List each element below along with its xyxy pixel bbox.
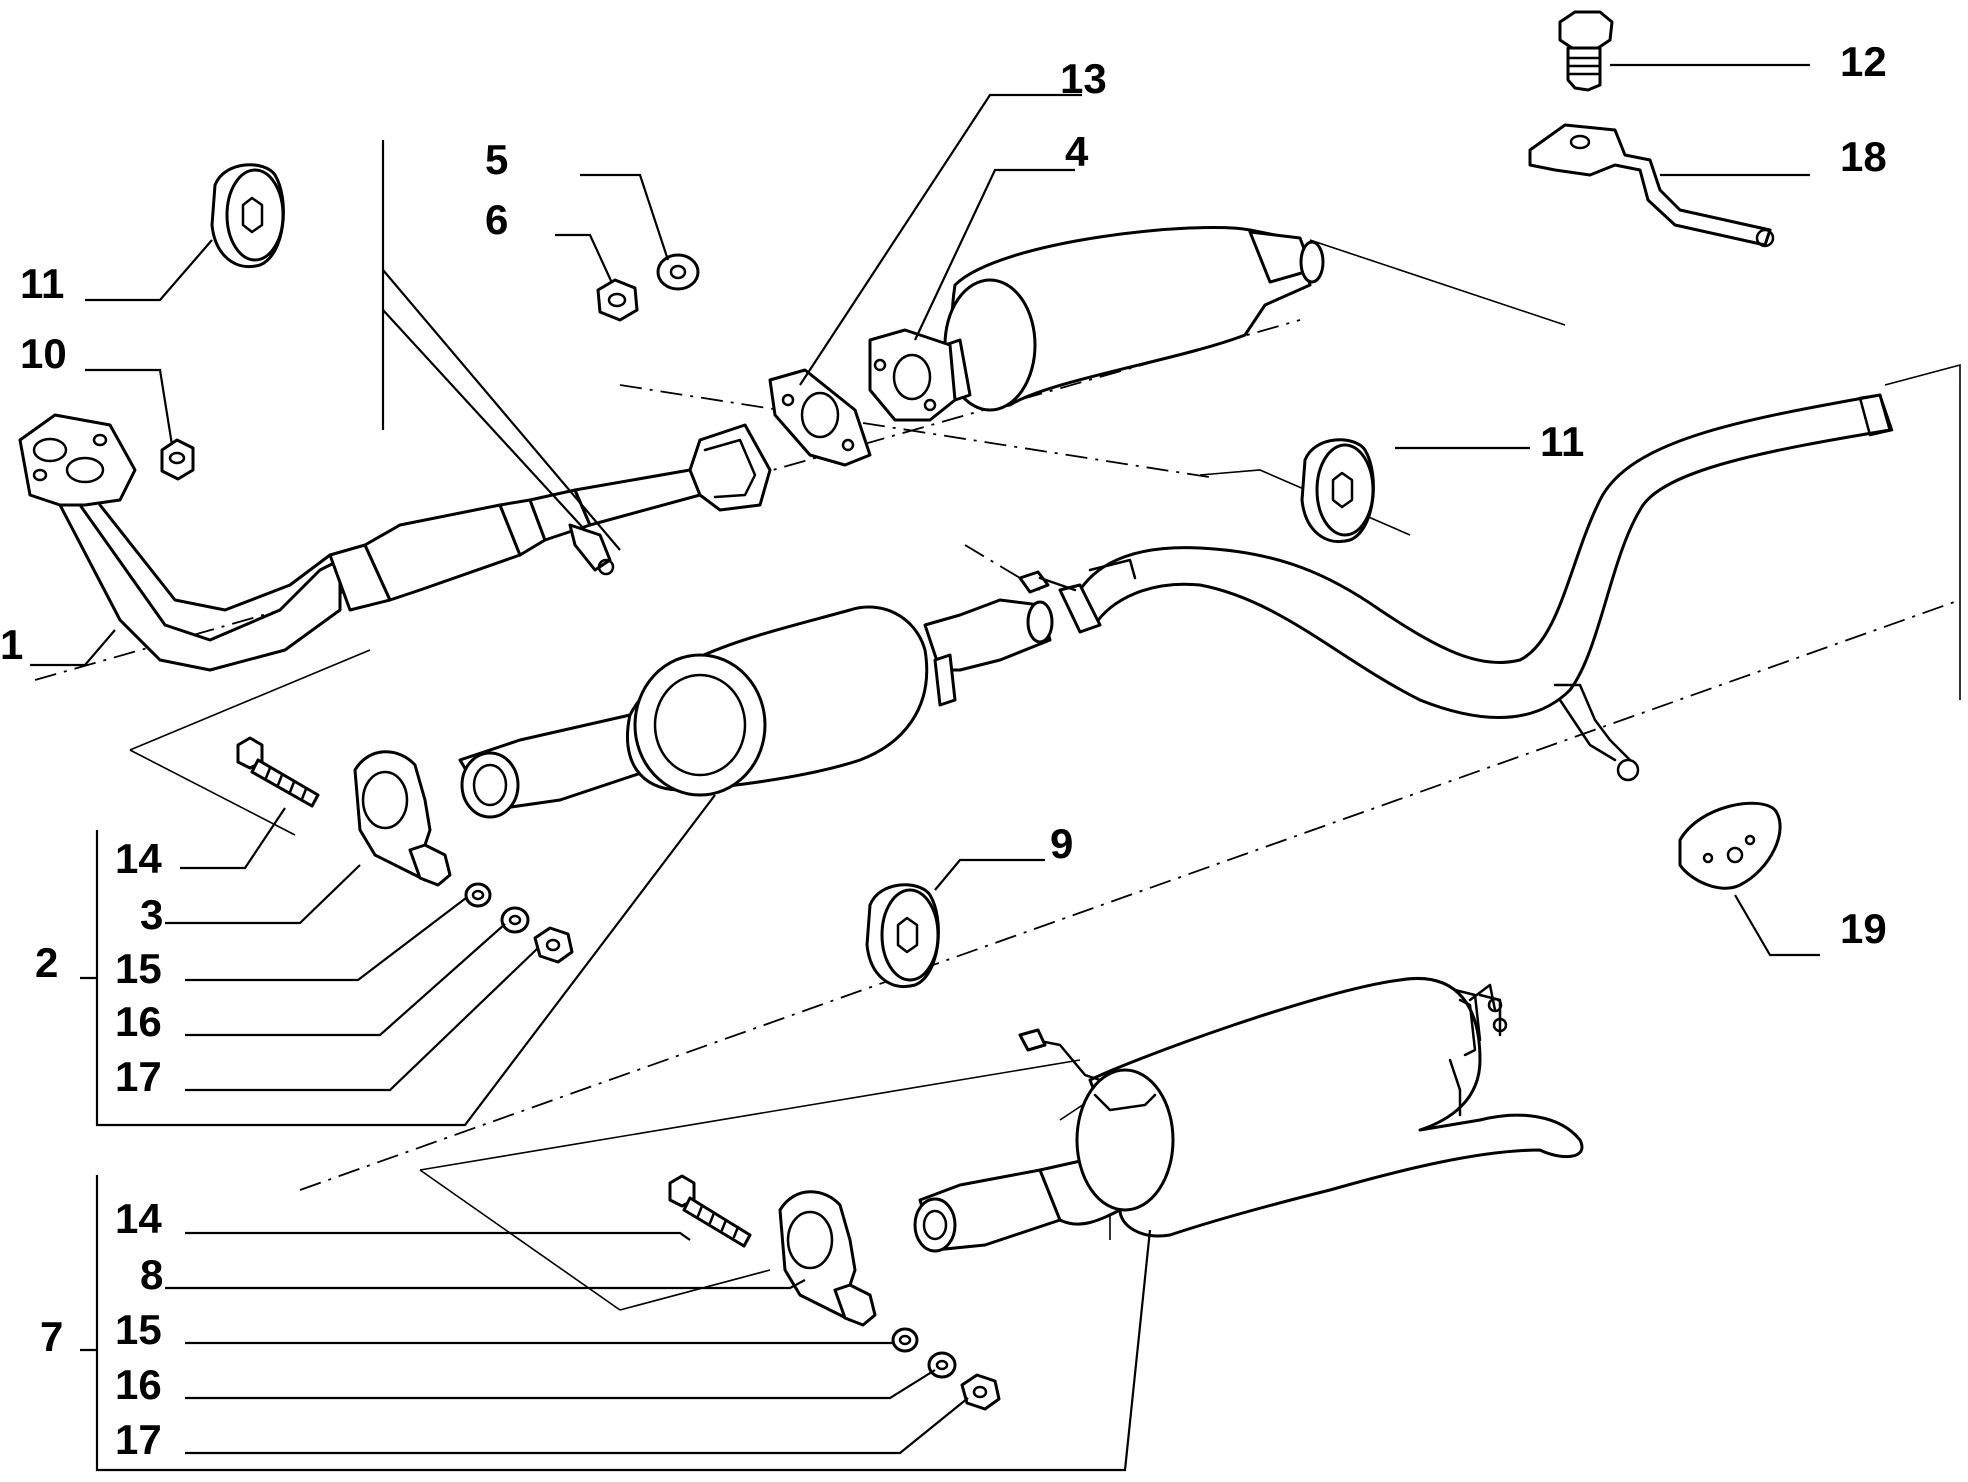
callout-15-upper: 15 [115,945,162,992]
callout-10: 10 [20,330,67,377]
front-exhaust-pipe [18,413,772,672]
callout-18: 18 [1840,133,1887,180]
callout-3: 3 [140,891,163,938]
callout-15-lower: 15 [115,1306,162,1353]
catalytic-converter [868,225,1325,422]
callout-16-lower: 16 [115,1361,162,1408]
rear-pipe [1018,393,1894,782]
nut-5 [656,253,700,291]
bolt-12 [1558,10,1614,92]
nut-10 [160,438,195,481]
callout-5: 5 [485,136,508,183]
callout-13: 13 [1060,55,1107,102]
construction-lines [34,239,1961,1311]
rubber-block-19 [1678,801,1782,890]
guide-line [382,309,586,531]
nut-6 [596,278,639,322]
callout-2: 2 [35,939,58,986]
callout-16-upper: 16 [115,998,162,1045]
leader-lines [30,63,1820,1472]
rubber-mount-middle [1300,438,1375,543]
bracket-18 [1528,123,1775,248]
callout-6: 6 [485,196,508,243]
callout-17-upper: 17 [115,1053,162,1100]
rear-muffler [913,977,1584,1253]
callout-4: 4 [1065,128,1089,175]
clamp-assembly-upper [236,736,574,964]
callout-11-upper: 11 [20,260,64,307]
callout-17-lower: 17 [115,1416,162,1463]
callout-14-upper: 14 [115,835,162,882]
callout-14-lower: 14 [115,1195,162,1242]
callout-8: 8 [140,1251,163,1298]
callout-12: 12 [1840,38,1887,85]
callout-1: 1 [0,621,23,668]
gasket [768,368,872,467]
guide-line [382,269,621,551]
callout-19: 19 [1840,905,1887,952]
intermediate-muffler [458,598,1054,819]
rubber-mount-upper [210,163,285,268]
callout-11-middle: 11 [1540,418,1584,465]
clamp-assembly-lower [668,1174,1001,1411]
callout-labels: 12 18 13 4 5 6 11 10 1 11 9 19 14 3 2 15… [0,38,1887,1463]
rubber-mount-9 [865,883,940,988]
callout-9: 9 [1050,820,1073,867]
callout-7: 7 [40,1313,63,1360]
